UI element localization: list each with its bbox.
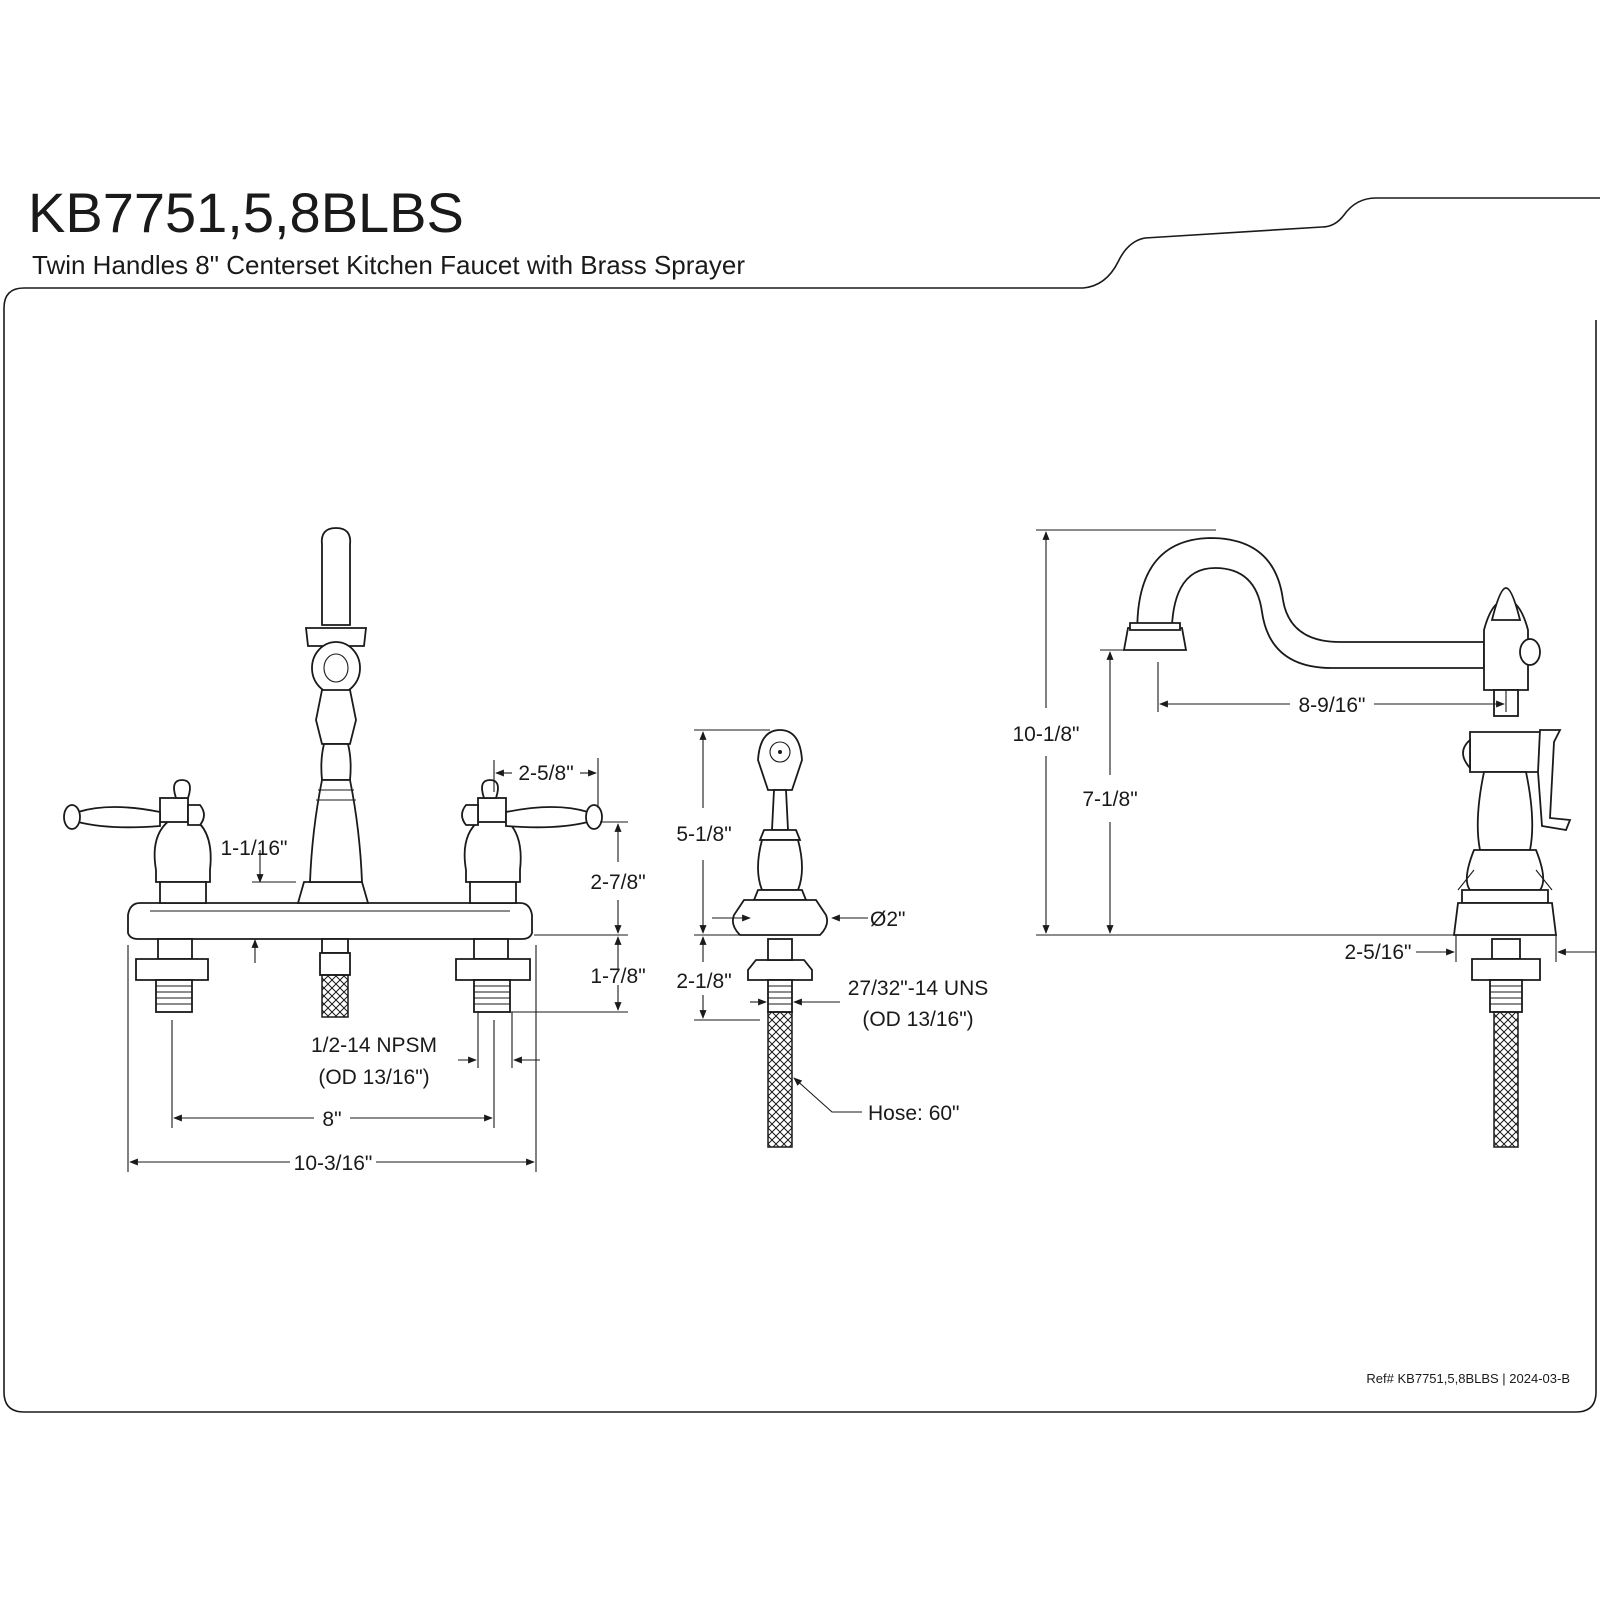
dim-hose-length: Hose: 60" [868, 1102, 960, 1125]
dim-sprayer-base-diameter: Ø2" [870, 908, 905, 931]
reference-code: Ref# KB7751,5,8BLBS | 2024-03-B [1366, 1371, 1570, 1386]
dim-handle-spacing: 2-5/8" [518, 762, 573, 785]
dim-deck-to-base: 1-1/16" [221, 837, 288, 860]
dim-shank-od: (OD 13/16") [318, 1066, 429, 1089]
dim-spout-reach: 8-9/16" [1299, 694, 1366, 717]
dim-sprayer-od: (OD 13/16") [862, 1008, 973, 1031]
side-view-faucet [1122, 537, 1572, 1148]
front-view-faucet [63, 527, 603, 1018]
dim-sprayer-shank-length: 2-1/8" [676, 970, 731, 993]
dim-sprayer-height: 5-1/8" [676, 823, 731, 846]
dim-handle-height: 2-7/8" [590, 871, 645, 894]
dim-overall-width: 10-3/16" [294, 1152, 373, 1175]
product-title: KB7751,5,8BLBS [28, 181, 464, 244]
dim-shank-length: 1-7/8" [590, 965, 645, 988]
drawing-frame [3, 197, 1600, 1413]
dim-overall-height: 10-1/8" [1013, 723, 1080, 746]
dim-spout-height: 7-1/8" [1082, 788, 1137, 811]
product-subtitle: Twin Handles 8" Centerset Kitchen Faucet… [32, 250, 745, 280]
dimension-lines [127, 529, 1596, 1172]
dim-center-distance: 8" [322, 1108, 341, 1131]
dim-sprayer-thread: 27/32"-14 UNS [848, 977, 989, 1000]
dim-base-width: 2-5/16" [1345, 941, 1412, 964]
dim-shank-thread: 1/2-14 NPSM [311, 1034, 437, 1057]
sprayer-view [731, 729, 829, 1148]
